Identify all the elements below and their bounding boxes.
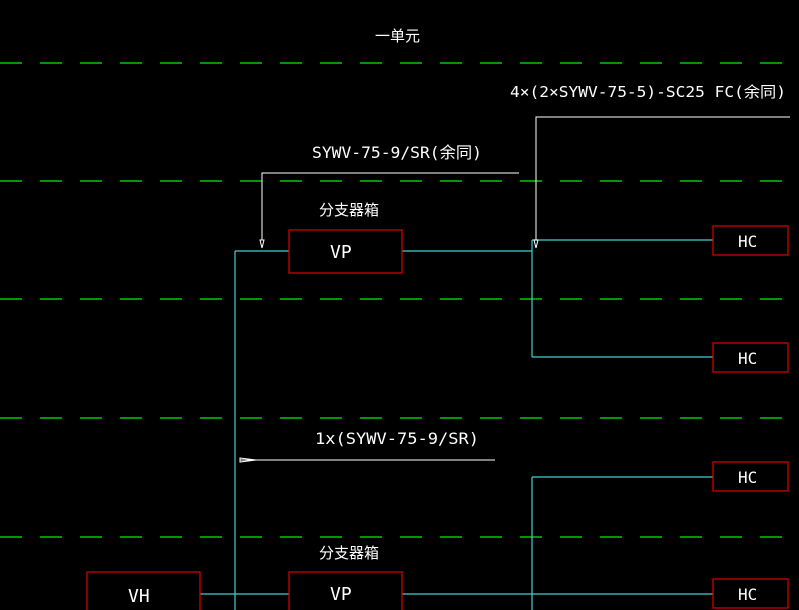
splitter-box-upper-label: 分支器箱 <box>319 201 379 219</box>
leader-riser-cable <box>261 172 519 240</box>
riser-cable-label: SYWV-75-9/SR(余同) <box>312 143 482 162</box>
vh-label: VH <box>128 586 150 607</box>
hc-label-2: HC <box>738 349 757 368</box>
leader-hc-cable <box>535 116 790 240</box>
splitter-box-lower-label: 分支器箱 <box>319 544 379 562</box>
vp-lower-label: VP <box>330 584 352 605</box>
hc-box-2 <box>712 342 789 373</box>
unit-title: 一单元 <box>375 27 420 45</box>
hc-box-1 <box>712 225 789 256</box>
hc-box-3 <box>712 461 789 492</box>
floor-lines <box>0 62 799 538</box>
hc-label-3: HC <box>738 468 757 487</box>
leaders <box>240 116 790 461</box>
leader-arrow-single <box>239 457 257 463</box>
hc-label-1: HC <box>738 232 757 251</box>
leader-arrow-hc <box>533 239 539 249</box>
wiring <box>200 239 713 610</box>
vp-upper-label: VP <box>330 242 352 263</box>
vp-upper-box <box>288 229 403 274</box>
single-cable-label: 1x(SYWV-75-9/SR) <box>315 429 479 448</box>
hc-cable-label: 4×(2×SYWV-75-5)-SC25 FC(余同) <box>510 83 786 101</box>
hc-label-4: HC <box>738 585 757 604</box>
vh-box <box>86 571 201 610</box>
hc-box-4 <box>712 578 789 609</box>
leader-markers <box>239 239 539 463</box>
vp-lower-box <box>288 571 403 610</box>
equipment-boxes <box>86 225 789 610</box>
leader-arrow-riser <box>259 239 265 249</box>
